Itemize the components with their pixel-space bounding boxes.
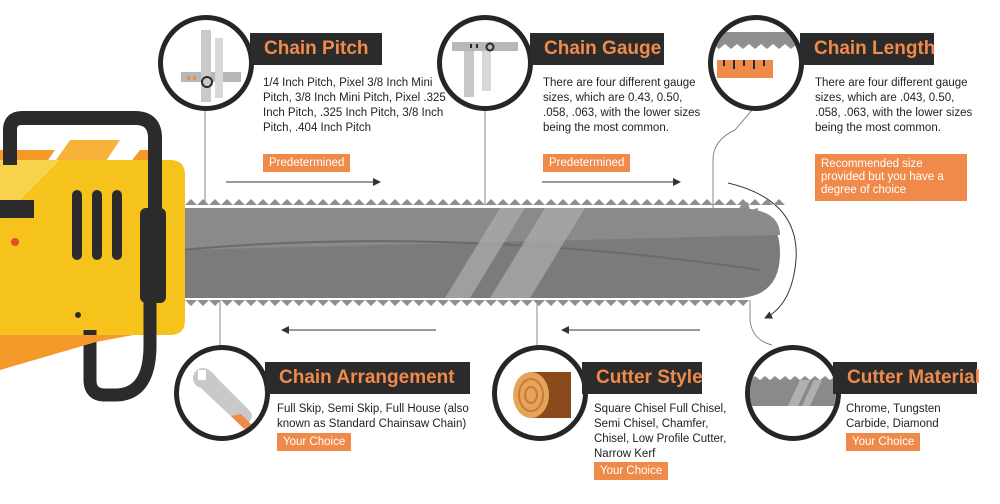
chain-length-description: There are four different gauge sizes, wh… xyxy=(815,77,973,134)
log-icon xyxy=(513,372,571,418)
chain-length-circle xyxy=(708,15,804,111)
chain-pitch-tag: Predetermined xyxy=(263,154,351,172)
chain-gauge-circle xyxy=(437,15,533,111)
chain-bar-icon xyxy=(750,376,836,406)
chain-gauge-title: Chain Gauge xyxy=(530,33,664,65)
wrench-icon xyxy=(193,368,253,430)
chain-length-tag: Recommended size provided but you have a… xyxy=(815,154,967,201)
cutter-material-title: Cutter Material xyxy=(833,362,980,394)
cutter-material-tag: Your Choice xyxy=(846,433,921,451)
chain-arrangement-description: Full Skip, Semi Skip, Full House (also k… xyxy=(277,403,469,430)
cutter-material-circle xyxy=(745,345,841,441)
cutter-style-title: Cutter Style xyxy=(582,362,703,394)
cutter-style-description: Square Chisel Full Chisel, Semi Chisel, … xyxy=(594,403,727,460)
chain-gauge-tag: Predetermined xyxy=(543,154,631,172)
cutter-material-description: Chrome, Tungsten Carbide, Diamond xyxy=(846,403,941,430)
ruler-chain-icon xyxy=(713,32,799,78)
cutter-style-circle xyxy=(492,345,588,441)
chain-gauge-description: There are four different gauge sizes, wh… xyxy=(543,77,701,134)
chain-arrangement-circle xyxy=(174,345,270,441)
chain-pitch-circle xyxy=(158,15,254,111)
cutter-style-tag: Your Choice xyxy=(594,462,669,480)
chain-arrangement-title: Chain Arrangement xyxy=(265,362,470,394)
chain-length-title: Chain Length xyxy=(800,33,935,65)
caliper-icon xyxy=(181,30,241,102)
chain-arrangement-tag: Your Choice xyxy=(277,433,352,451)
caliper-icon xyxy=(452,42,518,97)
chain-pitch-description: 1/4 Inch Pitch, Pixel 3/8 Inch Mini Pitc… xyxy=(263,77,446,134)
chain-pitch-title: Chain Pitch xyxy=(250,33,382,65)
